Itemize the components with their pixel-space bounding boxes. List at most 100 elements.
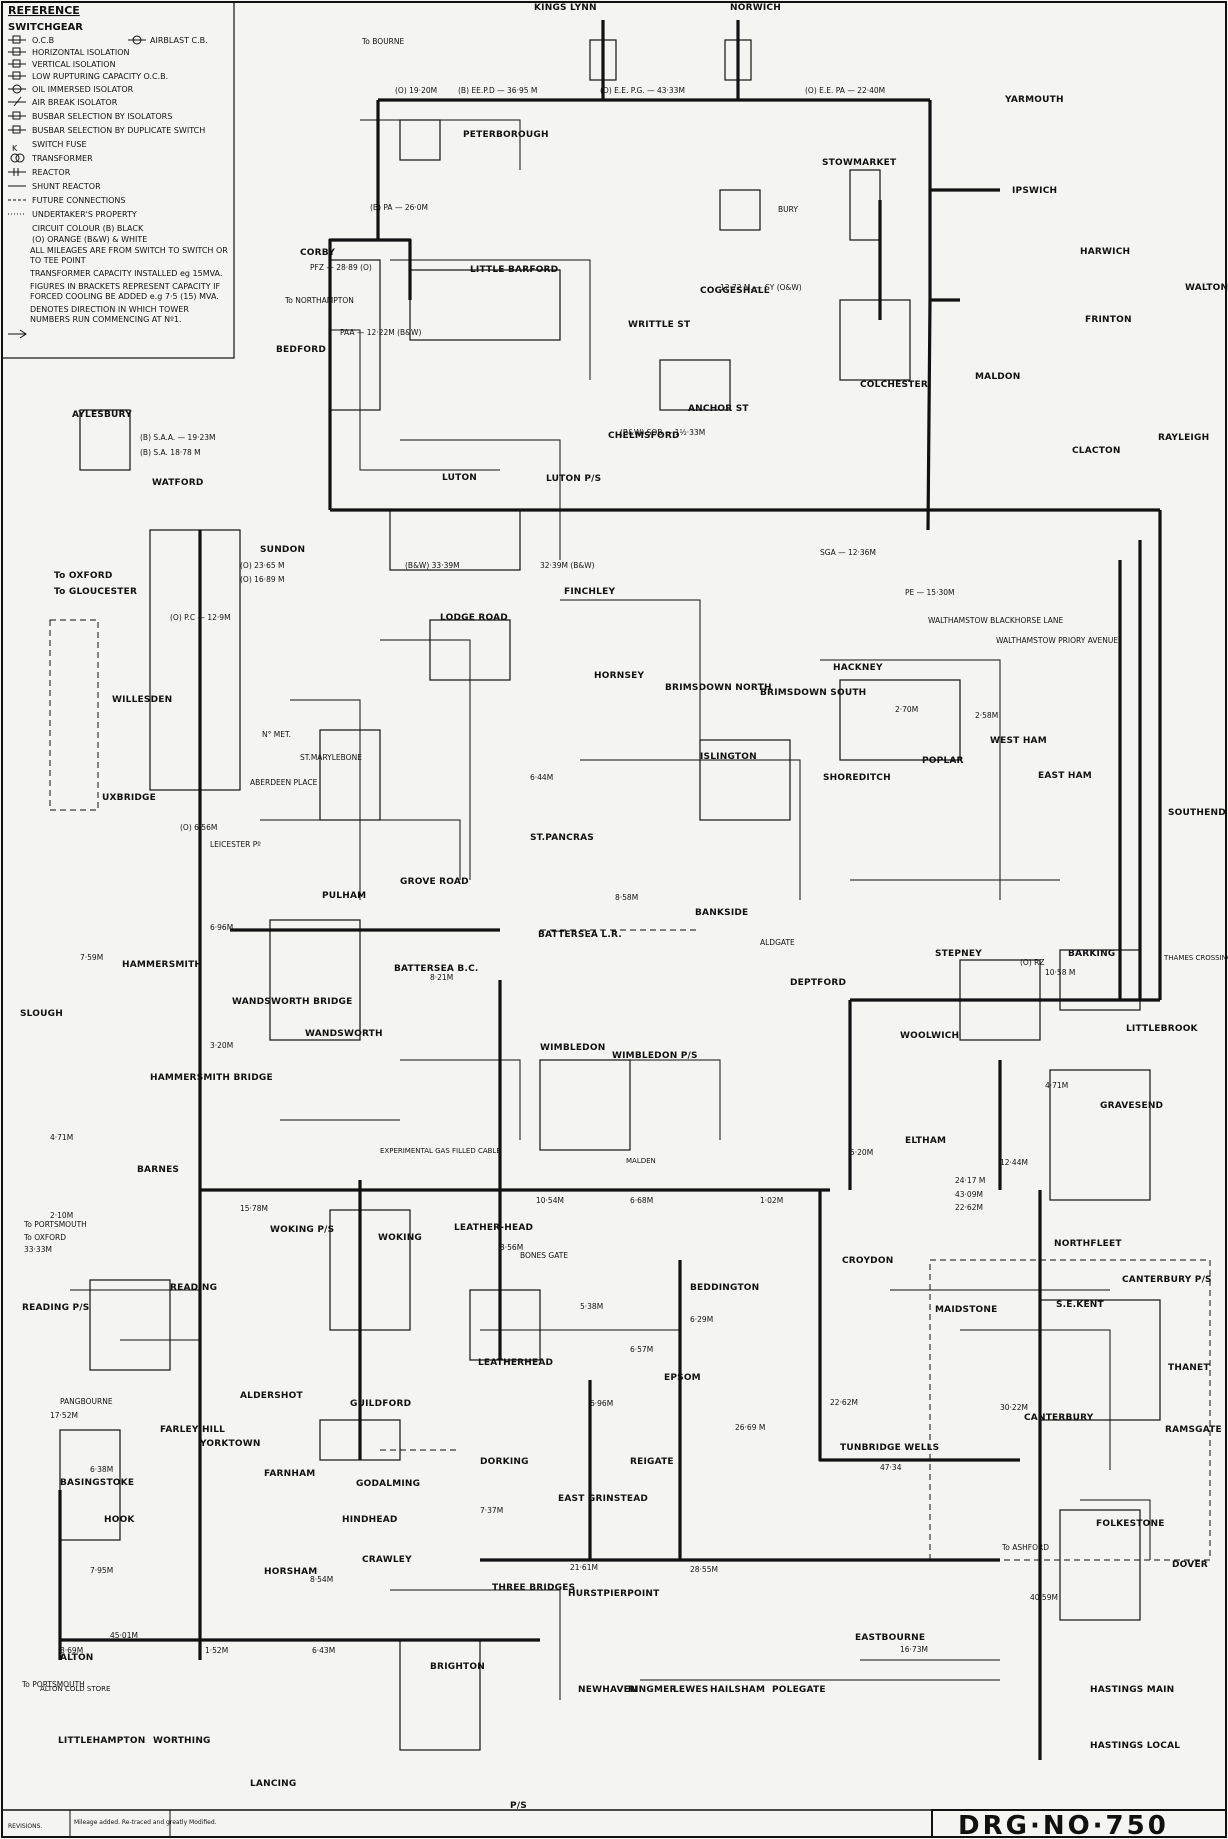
- feeder-label: 1·02M: [760, 1196, 783, 1205]
- station-label: CRAWLEY: [362, 1555, 412, 1565]
- station-label: SUNDON: [260, 545, 305, 555]
- svg-text:K: K: [12, 144, 18, 153]
- station-label: To PORTSMOUTH: [21, 1680, 85, 1689]
- feeder-label: (O) P.C — 12·9M: [170, 613, 231, 622]
- feeder-label: 7·95M: [90, 1566, 113, 1575]
- feeder-label: (B) S.A. 18·78 M: [140, 448, 201, 457]
- station-label: BARKING: [1068, 949, 1115, 959]
- feeder-label: 7·59M: [80, 953, 103, 962]
- station-label: BATTERSEA L.R.: [538, 930, 622, 940]
- feeder-label: (B&W) 33·39M: [405, 561, 460, 570]
- legend-item-switch-fuse: SWITCH FUSE: [32, 140, 87, 149]
- legend-switchgear-heading: SWITCHGEAR: [8, 22, 83, 33]
- station-label: ANCHOR ST: [688, 404, 749, 414]
- feeder-label: 8·58M: [615, 893, 638, 902]
- feeder-label: 3·56M: [500, 1243, 523, 1252]
- feeder-label: 12·72 M. — SY (O&W): [720, 283, 802, 292]
- station-label: NORTHFLEET: [1054, 1239, 1122, 1249]
- feeder-label: 5·20M: [850, 1148, 873, 1157]
- station-label: FRINTON: [1085, 315, 1132, 325]
- feeder-label: 17·52M: [50, 1411, 78, 1420]
- station-label: SOUTHEND: [1168, 808, 1226, 818]
- station-label: YARMOUTH: [1004, 95, 1064, 105]
- station-label: ELTHAM: [905, 1136, 946, 1146]
- legend-item-circuit-colour-2: (O) ORANGE (B&W) & WHITE: [32, 235, 147, 244]
- legend-item-busbar-duplicate: BUSBAR SELECTION BY DUPLICATE SWITCH: [32, 126, 205, 135]
- station-label: HARWICH: [1080, 247, 1130, 257]
- station-label: P/S: [510, 1801, 527, 1811]
- station-label: BEDDINGTON: [690, 1283, 759, 1293]
- feeder-label: 12·44M: [1000, 1158, 1028, 1167]
- feeder-label: 16·73M: [900, 1645, 928, 1654]
- station-label: RAMSGATE: [1165, 1425, 1222, 1435]
- station-label: GODALMING: [356, 1479, 420, 1489]
- feeder-label: 1·52M: [205, 1646, 228, 1655]
- dashed-lines: [49, 619, 1211, 1561]
- legend-item-mileages: ALL MILEAGES ARE FROM SWITCH TO SWITCH O…: [30, 246, 228, 265]
- station-label: LITTLE BARFORD: [470, 265, 558, 275]
- station-label: To ASHFORD: [1001, 1543, 1049, 1552]
- feeder-label: 2·70M: [895, 705, 918, 714]
- station-label: BANKSIDE: [695, 908, 748, 918]
- feeder-label: 15·78M: [240, 1204, 268, 1213]
- station-label: THAMES CROSSING: [1163, 954, 1228, 962]
- legend-item-circuit-colour: CIRCUIT COLOUR (B) BLACK: [32, 224, 144, 233]
- feeder-label: 47·34: [880, 1463, 902, 1472]
- feeder-label: 7·37M: [480, 1506, 503, 1515]
- feeder-label: (O) 16·89 M: [240, 575, 284, 584]
- feeder-label: 21·61M: [570, 1563, 598, 1572]
- station-label: EXPERIMENTAL GAS FILLED CABLE: [380, 1147, 501, 1155]
- station-label: LODGE ROAD: [440, 613, 508, 623]
- feeder-label: (B) PA — 26·0M: [370, 203, 428, 212]
- feeder-label: 4·71M: [50, 1133, 73, 1142]
- feeder-label: 6·96M: [590, 1399, 613, 1408]
- feeder-label: 2·10M: [50, 1211, 73, 1220]
- feeder-label: 24·17 M: [955, 1176, 985, 1185]
- station-label: BONES GATE: [520, 1251, 568, 1260]
- station-labels: KINGS LYNN NORWICH YARMOUTH To BOURNE PE…: [20, 3, 1228, 1811]
- station-label: CROYDON: [842, 1256, 893, 1266]
- station-label: UXBRIDGE: [102, 793, 156, 803]
- feeder-label: (O) E.E. PA — 22·40M: [805, 86, 885, 95]
- station-label: BATTERSEA B.C.: [394, 964, 479, 974]
- legend-box: [1, 1, 235, 359]
- station-label: BRIMSDOWN SOUTH: [760, 688, 866, 698]
- feeder-label: 6·29M: [690, 1315, 713, 1324]
- feeder-label: 10·54M: [536, 1196, 564, 1205]
- legend-item-oil-isolator: OIL IMMERSED ISOLATOR: [32, 85, 134, 94]
- station-label: LEATHERHEAD: [478, 1358, 553, 1368]
- legend-symbols: K: [8, 35, 146, 339]
- station-label: EAST GRINSTEAD: [558, 1494, 648, 1504]
- station-label: AYLESBURY: [72, 410, 132, 420]
- station-label: LEICESTER Pº: [210, 840, 261, 849]
- station-label: EAST HAM: [1038, 771, 1092, 781]
- legend-item-vertical-isolation: VERTICAL ISOLATION: [32, 60, 116, 69]
- station-label: NEWHAVEN: [578, 1685, 638, 1695]
- station-label: PETERBOROUGH: [463, 130, 549, 140]
- feeder-label: (B) EE.P.D — 36·95 M: [458, 86, 537, 95]
- legend-item-ocb: O.C.B: [32, 36, 54, 45]
- station-label: HINDHEAD: [342, 1515, 398, 1525]
- station-label: COGGESHALL: [700, 286, 770, 296]
- station-label: DOVER: [1172, 1560, 1208, 1570]
- feeder-label: 4·71M: [1045, 1081, 1068, 1090]
- station-label: WOKING P/S: [270, 1225, 334, 1235]
- station-label: STOWMARKET: [822, 158, 897, 168]
- legend-item-busbar-isolators: BUSBAR SELECTION BY ISOLATORS: [32, 112, 172, 121]
- wiring: [70, 119, 1151, 1700]
- station-label: FINCHLEY: [564, 587, 615, 597]
- station-label: DORKING: [480, 1457, 529, 1467]
- station-label: FARLEY HILL: [160, 1425, 225, 1435]
- feeder-label: (O) 19·20M: [395, 86, 437, 95]
- feeder-label: 43·09M: [955, 1190, 983, 1199]
- feeder-label: 28·55M: [690, 1565, 718, 1574]
- feeder-label: (B&W) SOB — 1½·33M: [620, 428, 705, 437]
- station-label: REIGATE: [630, 1457, 674, 1467]
- station-label: HACKNEY: [833, 663, 883, 673]
- station-label: SLOUGH: [20, 1009, 63, 1019]
- station-label: HAILSHAM: [710, 1685, 765, 1695]
- station-label: WATFORD: [152, 478, 204, 488]
- legend-item-shunt-reactor: SHUNT REACTOR: [32, 182, 101, 191]
- station-label: WOKING: [378, 1233, 422, 1243]
- station-label: ALDGATE: [760, 938, 795, 947]
